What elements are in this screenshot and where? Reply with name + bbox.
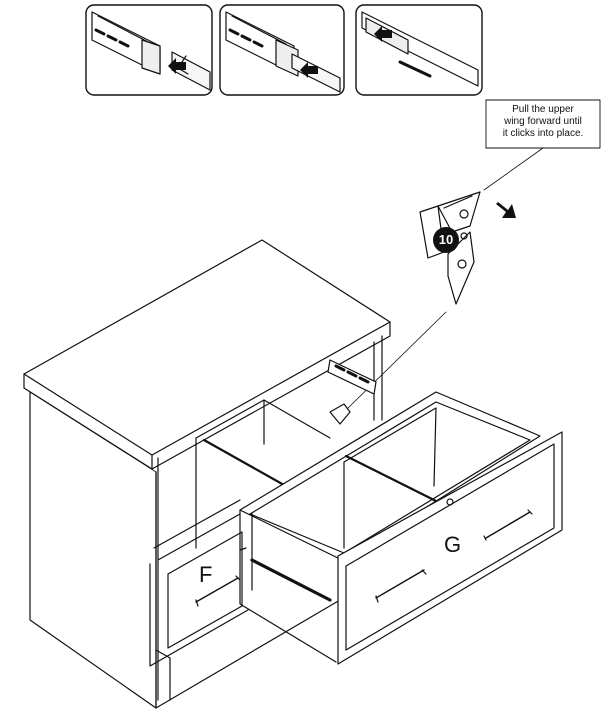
callout-text: Pull the upper wing forward until it cli… [502, 104, 584, 139]
inset-panel-1 [85, 4, 213, 96]
callout-leader [483, 147, 544, 191]
drawer-f [149, 531, 249, 667]
inset-panel-3 [355, 4, 483, 96]
drawer-g-label: G [444, 532, 462, 557]
push-arrow-icon [300, 62, 318, 78]
cabinet-front [153, 335, 383, 709]
upper-cavity [195, 359, 377, 549]
push-arrow-icon [168, 58, 186, 74]
drawer-g [239, 391, 563, 665]
cabinet-top [23, 239, 391, 470]
inset-panel-2 [219, 4, 345, 96]
callout-box [485, 99, 601, 149]
pull-forward-arrow-icon [496, 202, 516, 218]
push-arrow-icon [374, 26, 392, 42]
step-number: 10 [438, 232, 454, 247]
step-badge [433, 227, 459, 253]
drawer-f-label: F [199, 562, 213, 587]
detail-leader [345, 311, 447, 411]
